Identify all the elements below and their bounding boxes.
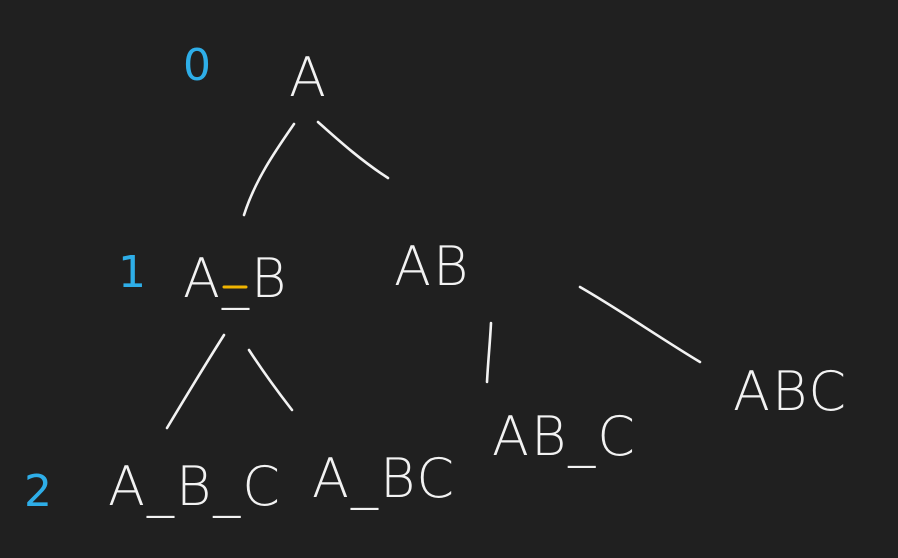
edge-root-to-a_b	[242, 122, 296, 217]
node-a_b: A_B	[183, 247, 288, 310]
edge-a_b-to-a_b_c	[165, 333, 226, 430]
level-1-label: 1	[118, 247, 146, 298]
edge-ab-to-abc	[578, 285, 702, 364]
node-a_b_c: A_B_C	[108, 455, 282, 518]
node-abc: ABC	[733, 360, 848, 423]
level-0-label: 0	[183, 40, 211, 91]
edge-root-to-ab	[316, 120, 390, 180]
edge-ab-to-ab_c	[485, 321, 493, 384]
level-2-label: 2	[24, 466, 52, 517]
node-a_bc: A_BC	[312, 447, 456, 510]
node-a: A	[289, 46, 328, 109]
edge-a_b-to-a_bc	[247, 348, 294, 412]
node-ab_c: AB_C	[492, 405, 637, 468]
node-ab: AB	[394, 235, 470, 298]
